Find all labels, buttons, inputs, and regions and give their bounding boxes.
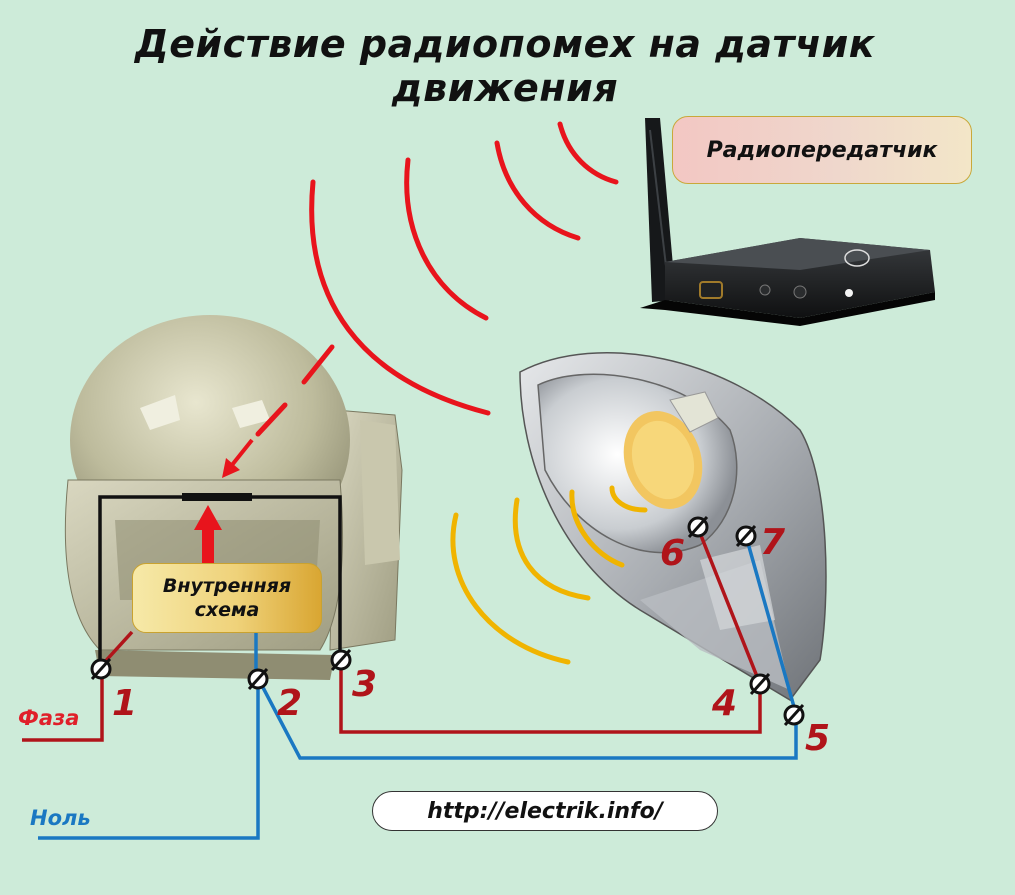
inner-circuit-label-line2: схема <box>194 599 260 621</box>
neutral-lamp-wire <box>256 677 798 760</box>
radio-wave-dash-1 <box>301 344 335 385</box>
terminal-label-5: 5 <box>805 718 831 759</box>
terminal-screw-icon <box>749 672 771 696</box>
page-title: Действие радиопомех на датчик движения <box>134 22 876 110</box>
neutral-label: Ноль <box>30 806 91 830</box>
light-wave-3 <box>512 497 591 601</box>
radio-transmitter <box>640 118 935 326</box>
radio-wave-1 <box>557 121 619 185</box>
lamp-neutral-lead <box>744 535 798 715</box>
terminal-screw-icon <box>247 667 269 691</box>
internal-phase-link <box>100 630 134 667</box>
neutral-input-wire <box>38 678 260 840</box>
terminal-screw-icon <box>783 703 805 727</box>
neutral-wires <box>38 535 798 840</box>
radio-wave-4 <box>309 179 491 416</box>
light-wave-2 <box>569 489 625 568</box>
light-wave-4 <box>450 512 571 665</box>
source-url[interactable]: http://electrik.info/ <box>372 791 718 831</box>
interference-arrow <box>230 438 254 467</box>
terminal-label-1: 1 <box>112 683 138 724</box>
inner-circuit-label: Внутренняя схема <box>132 563 322 633</box>
terminal-label-4: 4 <box>712 683 738 724</box>
terminal-label-7: 7 <box>760 522 786 563</box>
inner-circuit-label-line1: Внутренняя <box>162 575 292 597</box>
terminal-label-2: 2 <box>277 683 303 724</box>
terminal-label-6: 6 <box>660 533 686 574</box>
terminal-screw-icon <box>735 524 757 548</box>
phase-label: Фаза <box>18 706 80 730</box>
phase-input-wire <box>22 668 104 742</box>
terminals <box>90 515 805 727</box>
light-wave-1 <box>609 485 648 513</box>
lamp-phase-lead <box>696 527 762 685</box>
terminal-label-3: 3 <box>352 664 378 705</box>
light-waves <box>450 485 648 665</box>
radio-wave-dash-2 <box>255 402 288 437</box>
internal-circuit <box>98 493 342 665</box>
inner-circuit-arrow <box>194 505 222 567</box>
transmitter-box-icon <box>640 238 935 326</box>
phase-wires <box>22 527 762 742</box>
switched-phase-wire <box>339 660 762 734</box>
terminal-screw-icon <box>330 648 352 672</box>
radio-waves <box>255 121 619 437</box>
terminal-screw-icon <box>687 515 709 539</box>
transmitter-label: Радиопередатчик <box>672 116 972 184</box>
radio-wave-3 <box>404 157 489 321</box>
terminal-screw-icon <box>90 657 112 681</box>
radio-wave-2 <box>494 140 581 241</box>
